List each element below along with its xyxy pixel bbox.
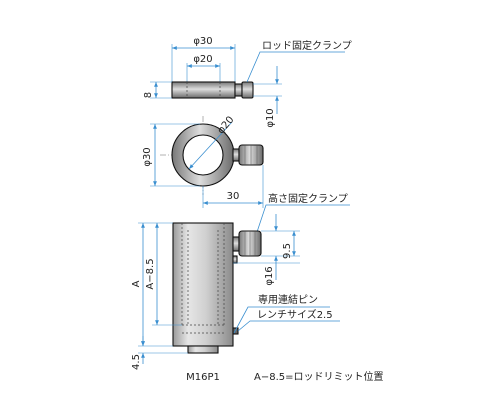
top-dim-width: φ30 (193, 36, 212, 47)
front-dim-knob: 9.5 (282, 243, 293, 259)
thread-label: M16P1 (186, 372, 220, 383)
clamp-ring-side (171, 81, 236, 99)
front-view: 高さ固定クランプ 9.5 φ16 A (131, 192, 384, 383)
front-dim-shaft: φ16 (264, 266, 275, 285)
top-dim-shaft: φ10 (265, 108, 276, 127)
rod-limit-note: A−8.5=ロッドリミット位置 (254, 370, 384, 383)
plan-dim-outer: φ30 (142, 147, 153, 166)
rod-clamp-knob-top (232, 148, 240, 162)
top-dim-height: 8 (143, 92, 154, 98)
plan-dim-bore: φ20 (216, 114, 237, 136)
front-dim-a-minus: A−8.5 (145, 258, 156, 289)
label-wrench-size: レンチサイズ2.5 (257, 308, 333, 321)
plan-view: φ20 φ30 30 (142, 114, 264, 208)
holder-body (172, 222, 234, 347)
front-dim-a: A (131, 280, 142, 287)
top-dim-inner: φ20 (193, 54, 212, 65)
label-rod-clamp: ロッド固定クランプ (262, 39, 352, 52)
label-height-clamp: 高さ固定クランプ (268, 192, 348, 205)
rod-clamp-knob-side (234, 83, 243, 97)
label-connecting-pin: 専用連結ピン (258, 293, 318, 306)
plan-dim-offset: 30 (227, 191, 240, 202)
top-view: φ30 φ20 8 φ10 ロッド固定クランプ (143, 36, 352, 128)
m16-thread-stud (187, 345, 219, 354)
front-dim-base: 4.5 (131, 354, 142, 370)
